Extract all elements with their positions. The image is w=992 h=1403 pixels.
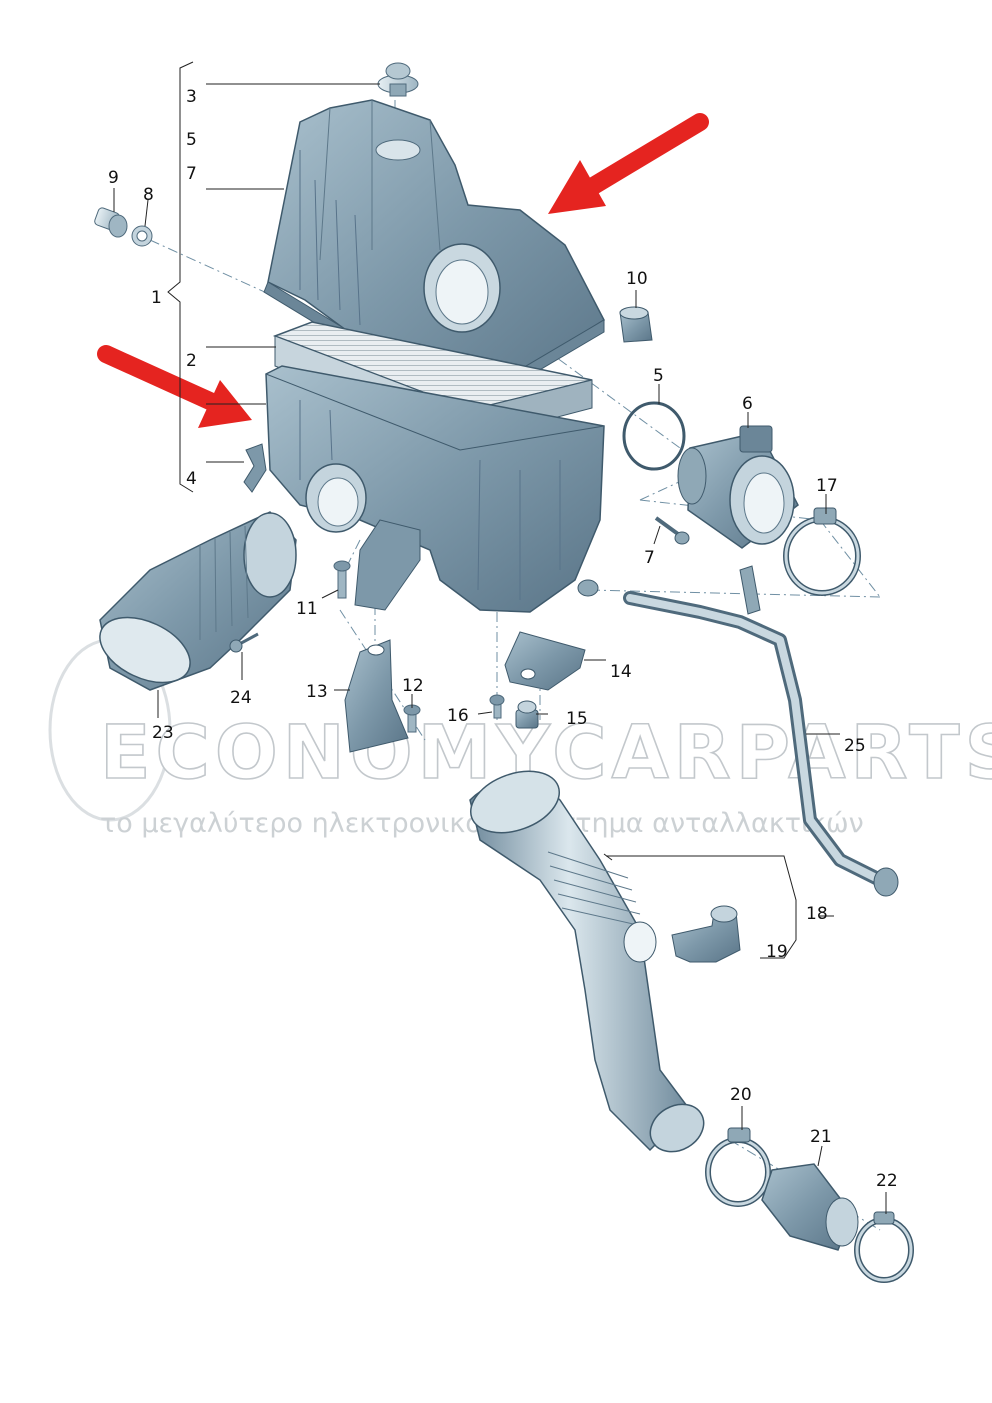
part-label: 7 bbox=[644, 548, 655, 568]
screw-part-16 bbox=[489, 694, 505, 719]
maf-sensor-part-6 bbox=[677, 425, 799, 549]
cap-part-3 bbox=[377, 62, 419, 97]
bolt-part-11 bbox=[333, 560, 351, 599]
o-ring-part-5 bbox=[622, 401, 686, 471]
clip-part-4 bbox=[243, 443, 267, 493]
part-label: 23 bbox=[152, 723, 174, 743]
part-label: 21 bbox=[810, 1127, 832, 1147]
part-label: 5 bbox=[653, 366, 664, 386]
part-label: 22 bbox=[876, 1171, 898, 1191]
part-labels: 3 5 7 9 8 1 2 4 10 5 6 17 7 11 24 13 12 … bbox=[108, 87, 898, 1191]
part-label: 8 bbox=[143, 185, 154, 205]
part-label: 1 bbox=[151, 288, 162, 308]
leader-lines bbox=[113, 61, 887, 1214]
breather-pipe-part-25 bbox=[623, 565, 899, 897]
part-label: 12 bbox=[402, 676, 424, 696]
air-filter-housing bbox=[265, 365, 605, 613]
part-label: 15 bbox=[566, 709, 588, 729]
part-label: 25 bbox=[844, 736, 866, 756]
part-label: 7 bbox=[186, 164, 197, 184]
part-label: 11 bbox=[296, 599, 318, 619]
part-label: 9 bbox=[108, 168, 119, 188]
screw-part-7b bbox=[654, 516, 690, 545]
valve-part-15 bbox=[515, 700, 539, 729]
part-label: 14 bbox=[610, 662, 632, 682]
red-arrow-icon bbox=[548, 113, 709, 214]
part-label: 2 bbox=[186, 351, 197, 371]
clamp-part-17 bbox=[783, 507, 861, 596]
intake-duct-part-23 bbox=[99, 511, 297, 691]
part-label: 6 bbox=[742, 394, 753, 414]
part-label: 17 bbox=[816, 476, 838, 496]
bracket-part-14 bbox=[504, 631, 586, 691]
part-label: 5 bbox=[186, 130, 197, 150]
part-label: 18 bbox=[806, 904, 828, 924]
part-label: 10 bbox=[626, 269, 648, 289]
part-label: 16 bbox=[447, 706, 469, 726]
bracket-part-13 bbox=[344, 639, 409, 753]
connector-part-24 bbox=[229, 632, 259, 653]
part-label: 19 bbox=[766, 942, 788, 962]
part-label: 20 bbox=[730, 1085, 752, 1105]
turbo-hose-part-18 bbox=[469, 770, 705, 1153]
elbow-part-19 bbox=[671, 905, 741, 963]
red-arrow-icon bbox=[97, 345, 252, 428]
grommet-part-10 bbox=[619, 306, 653, 343]
clamp-part-20 bbox=[705, 1127, 771, 1207]
sleeve-part-21 bbox=[761, 1163, 859, 1251]
part-label: 4 bbox=[186, 469, 197, 489]
part-label: 24 bbox=[230, 688, 252, 708]
small-parts-8-9 bbox=[94, 207, 153, 247]
part-label: 3 bbox=[186, 87, 197, 107]
part-label: 13 bbox=[306, 682, 328, 702]
clamp-part-22 bbox=[854, 1211, 914, 1283]
